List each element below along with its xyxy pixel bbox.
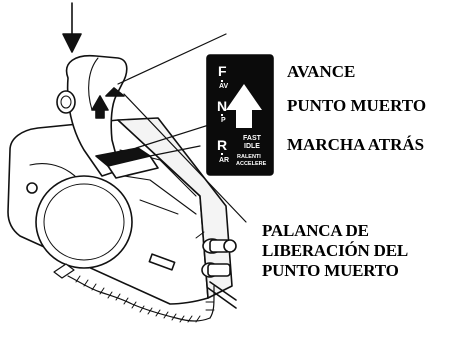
body-slot [148, 253, 176, 271]
throttle-up-arrow [226, 84, 262, 128]
reverse-label: MARCHA ATRÁS [287, 135, 425, 154]
forward-label: AVANCE [287, 62, 356, 81]
lanyard-cord [53, 263, 215, 323]
plate-accelere: ACCELERE [236, 161, 267, 167]
plate-av: AV [219, 83, 229, 90]
shift-position-plate [206, 54, 274, 176]
control-lever [56, 54, 128, 177]
plate-r: R [217, 137, 227, 153]
plate-ar: AR [219, 157, 229, 164]
release-arrow [91, 95, 109, 119]
push-down-arrow [62, 2, 82, 53]
release-lever-label-line-3: PUNTO MUERTO [262, 261, 399, 280]
release-lever-label-line-1: PALANCA DE [262, 221, 369, 240]
lever-hub [56, 90, 76, 114]
neutral-label: PUNTO MUERTO [287, 96, 427, 115]
plate-ralenti: RALENTI [237, 154, 261, 160]
plate-n: N [217, 98, 227, 114]
plate-p: P [221, 117, 226, 124]
leader-lines [117, 33, 247, 223]
hub-circle [35, 175, 133, 269]
plate-idle: IDLE [244, 143, 260, 150]
control-box [7, 117, 233, 305]
plate-fast: FAST [243, 135, 262, 142]
plate-f: F [218, 63, 227, 79]
release-lever-label-line-2: LIBERACIÓN DEL [262, 241, 408, 260]
cable-connectors [195, 231, 237, 309]
mount-screw [26, 182, 38, 194]
